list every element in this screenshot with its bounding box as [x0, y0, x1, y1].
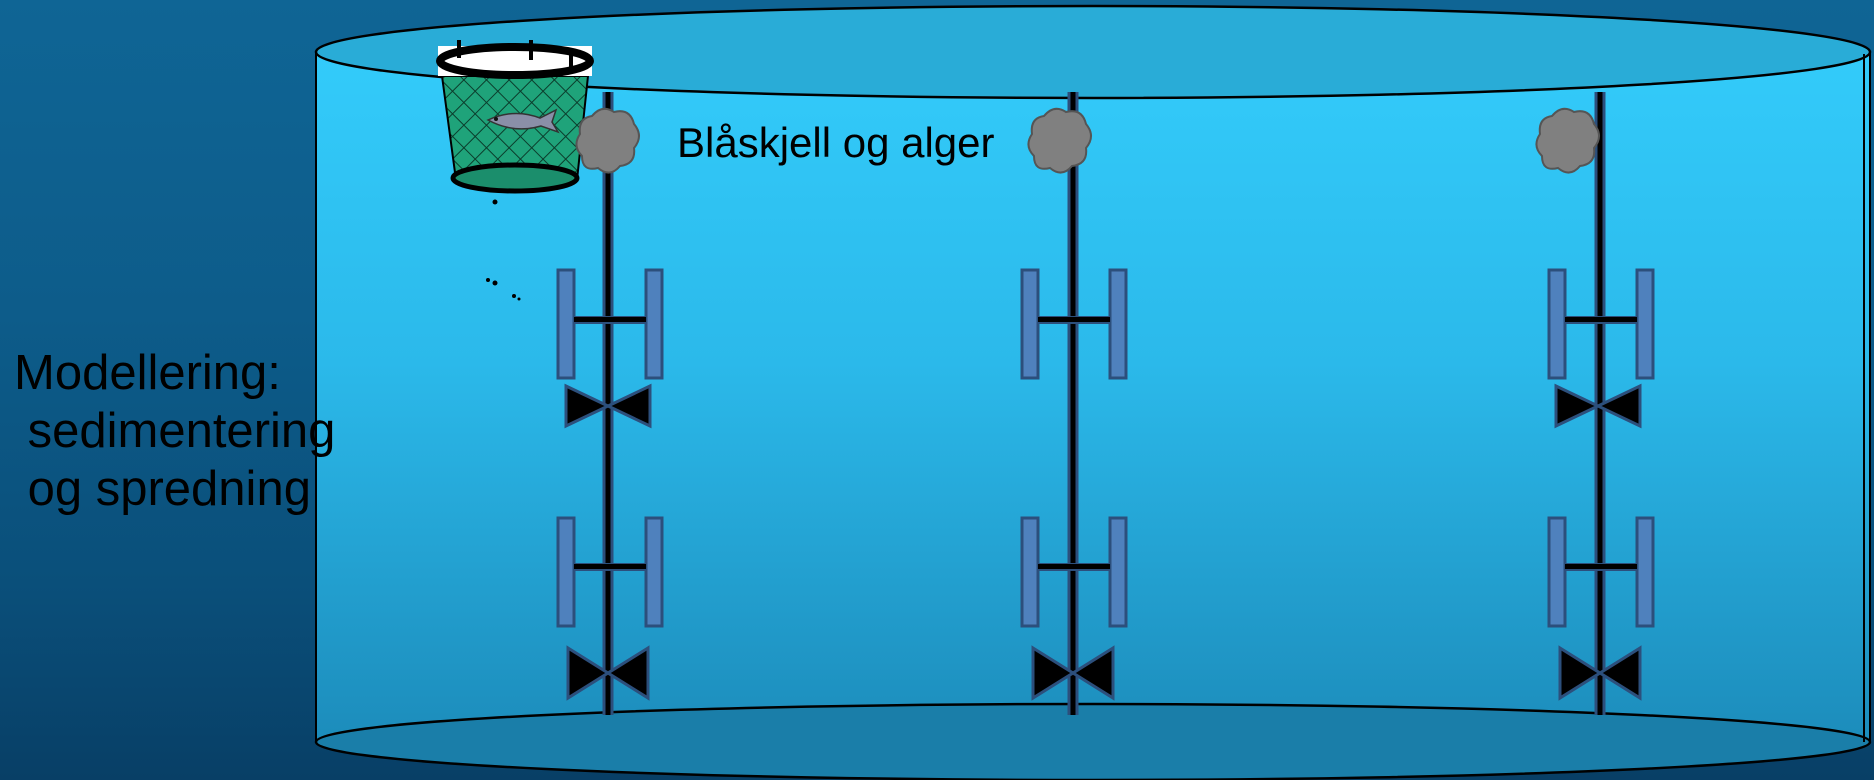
valve-icon: [1031, 645, 1115, 701]
particle: [492, 280, 498, 286]
rope-1: [556, 92, 664, 715]
collector-lower: [1020, 516, 1128, 628]
tank-bottom-rim: [314, 702, 1872, 780]
rope-3: [1535, 92, 1655, 715]
modelling-label: Modellering: sedimentering og spredning: [14, 344, 335, 518]
collector-upper: [1020, 268, 1128, 380]
particle: [492, 199, 498, 205]
collector-lower: [1547, 516, 1655, 628]
particle: [517, 297, 521, 301]
rope-2: [1020, 92, 1128, 715]
collector-upper: [1547, 268, 1655, 380]
cage-net-icon: [436, 40, 594, 301]
mussels-algae-label: Blåskjell og alger: [677, 119, 995, 166]
collector-upper: [556, 268, 664, 380]
mussel-cluster-icon: [1027, 107, 1092, 174]
modelling-line-3: og spredning: [14, 462, 311, 516]
particle: [512, 294, 516, 298]
modelling-line-1: Modellering:: [14, 346, 281, 400]
mussel-cluster-icon: [1535, 107, 1600, 174]
valve-icon: [566, 645, 650, 701]
valve-icon: [1554, 383, 1642, 429]
particle: [486, 278, 490, 282]
tank-top-rim: [314, 4, 1872, 100]
modelling-line-2: sedimentering: [14, 404, 336, 458]
collector-lower: [556, 516, 664, 628]
valve-icon: [1558, 645, 1642, 701]
mussel-cluster-icon: [575, 107, 640, 174]
tank: [314, 4, 1872, 780]
valve-icon: [564, 383, 652, 429]
fish-icon: [486, 108, 560, 134]
